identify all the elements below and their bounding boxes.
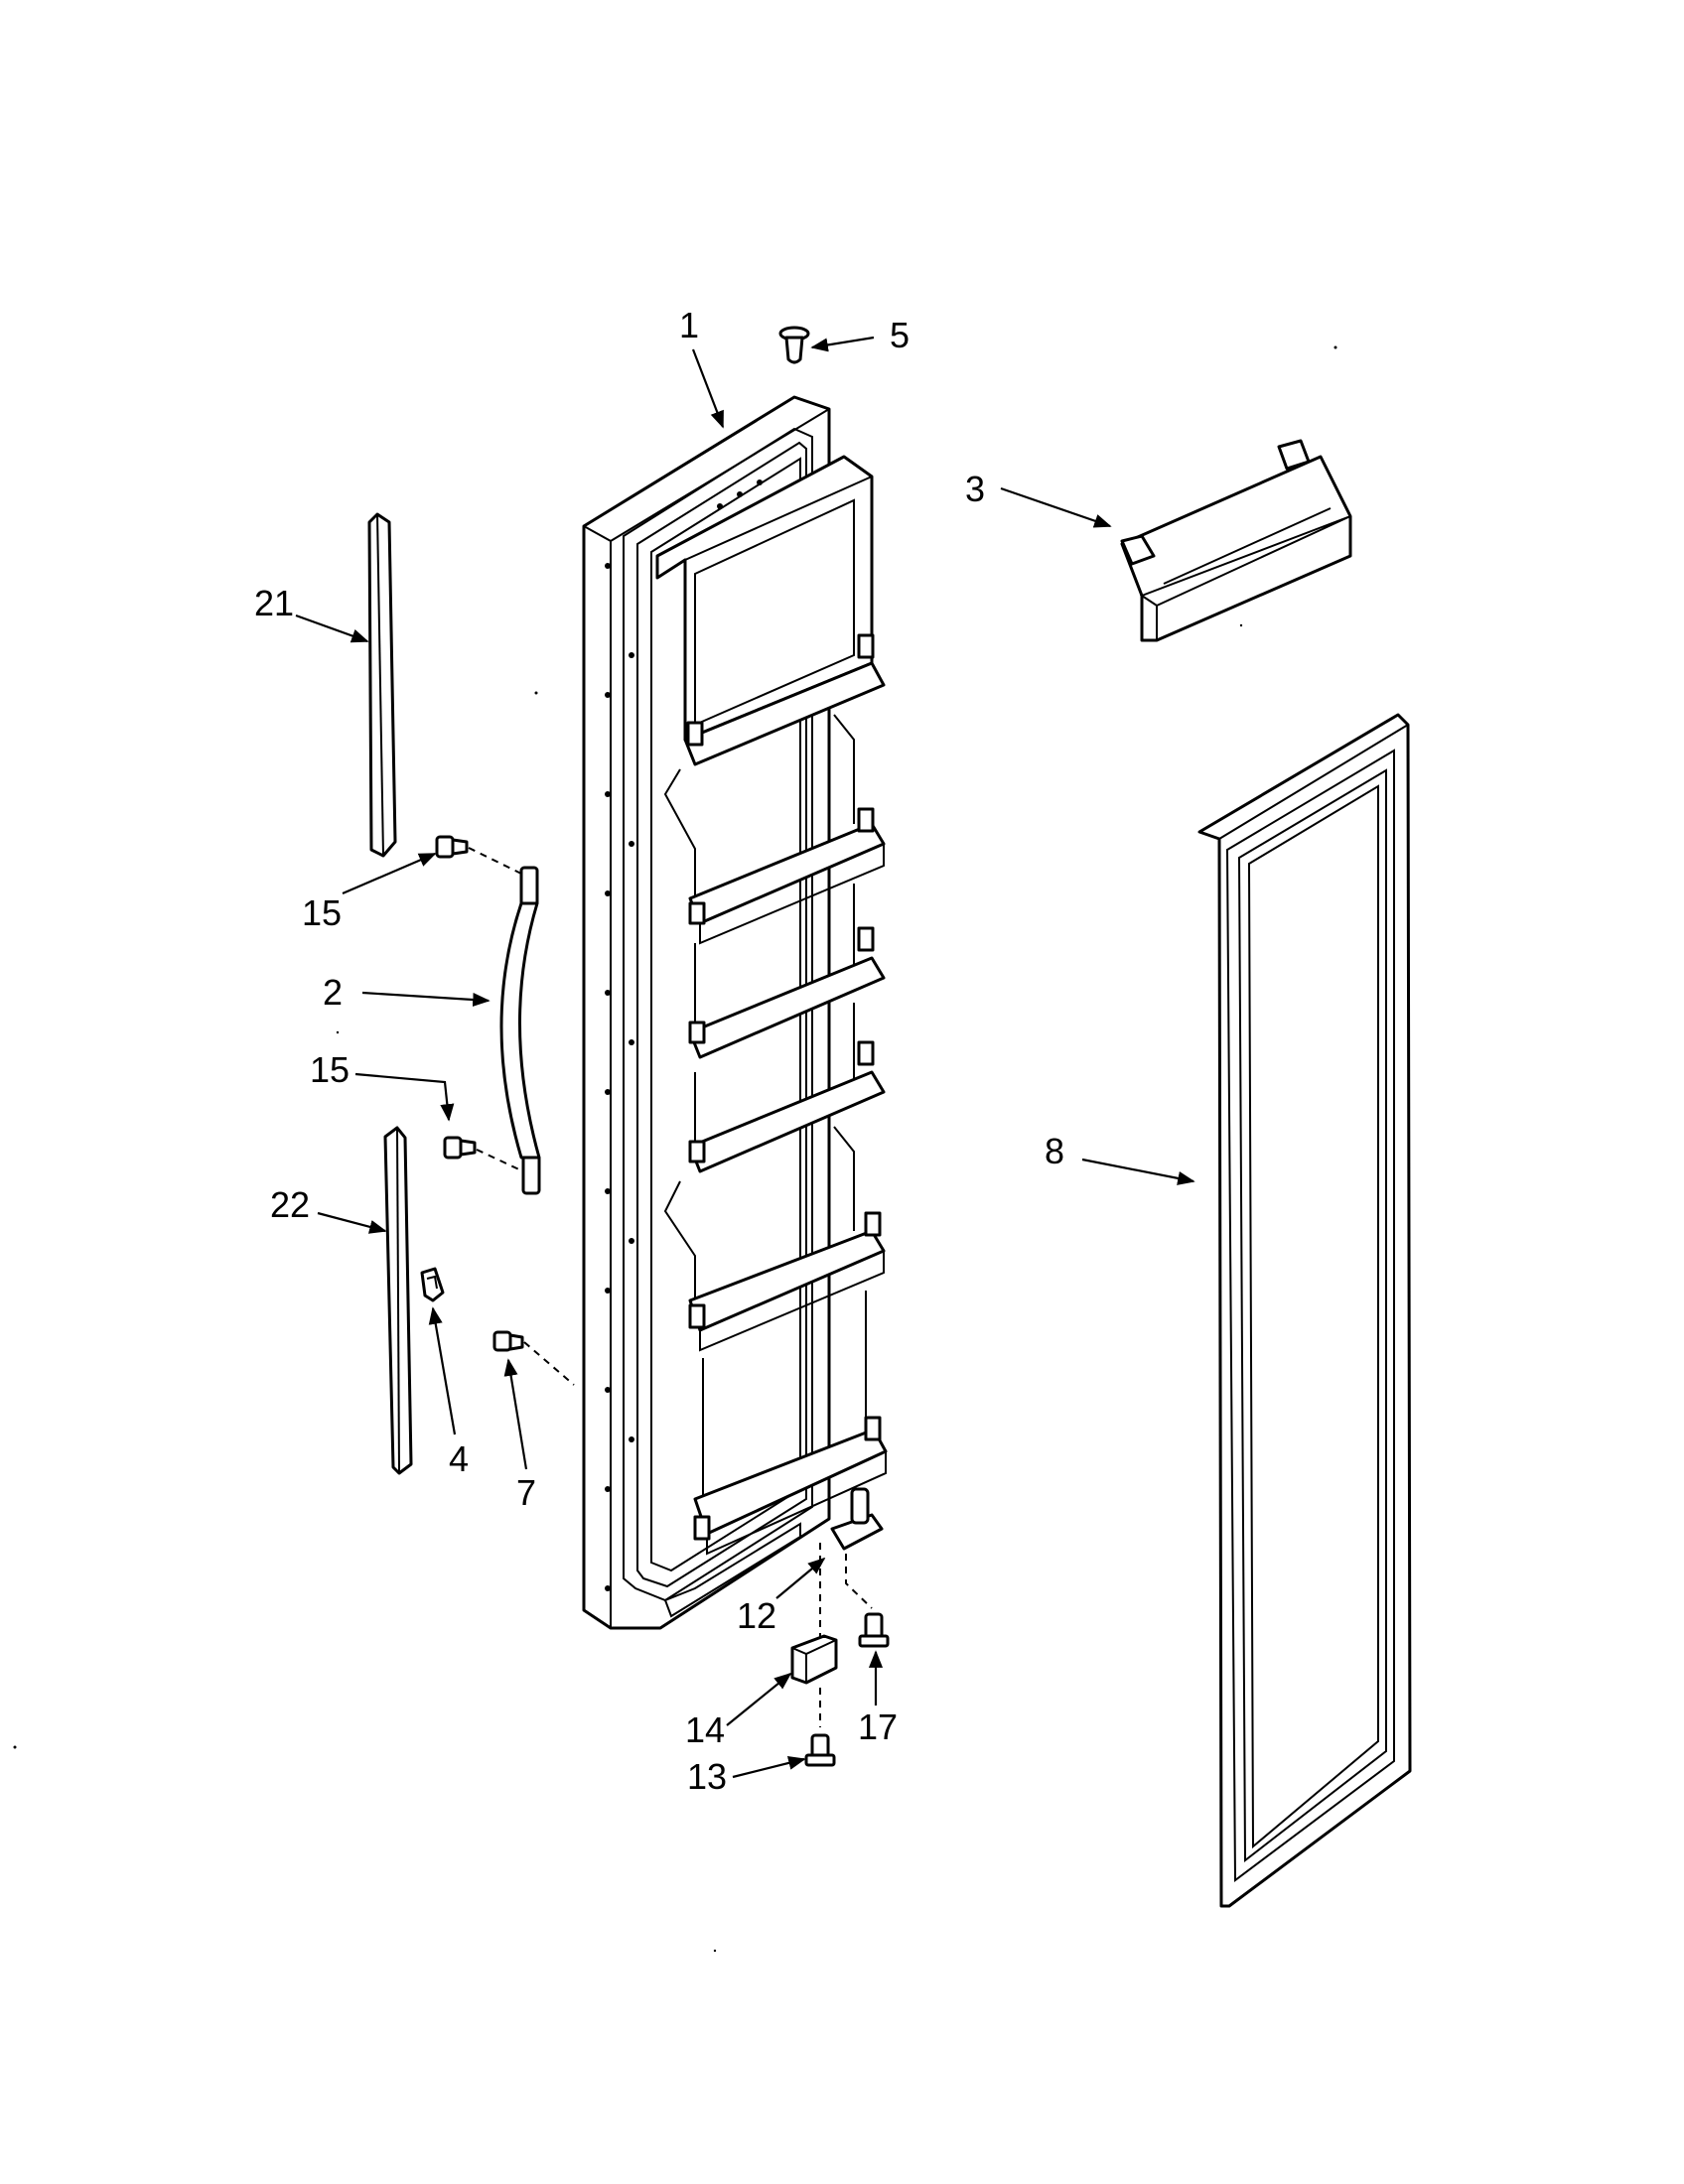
door-plug (778, 326, 810, 364)
callout-1: 1 (679, 305, 699, 345)
callout-5: 5 (890, 315, 910, 355)
handle-screw-upper (435, 835, 469, 859)
callout-3: 3 (965, 469, 985, 509)
door-stop (790, 1634, 838, 1685)
callout-8: 8 (1045, 1131, 1064, 1171)
leader-13 (732, 1756, 806, 1779)
upper-trim (367, 512, 397, 858)
handle-clip (420, 1267, 445, 1302)
leader-15a (342, 852, 437, 895)
callout-15a: 15 (302, 892, 342, 933)
leader-7 (503, 1358, 528, 1470)
door-gasket (1197, 713, 1412, 1908)
callout-4: 4 (449, 1438, 469, 1479)
callout-labels: 1 2 3 4 5 7 8 12 13 14 15 15 17 21 22 (254, 305, 1064, 1797)
leader-14 (726, 1672, 792, 1726)
hinge-screw (804, 1733, 836, 1767)
leader-21 (295, 614, 369, 643)
door-screw (492, 1330, 524, 1352)
callout-13: 13 (687, 1756, 727, 1797)
bushing-screw (858, 1612, 890, 1648)
leader-8 (1081, 1158, 1195, 1185)
leader-2 (361, 991, 491, 1008)
leader-12 (775, 1557, 826, 1599)
leader-1 (691, 348, 725, 429)
door-screw-holes (605, 479, 763, 1591)
callout-22: 22 (270, 1184, 310, 1225)
door-assembly (582, 395, 888, 1630)
handle-screw-lower (443, 1136, 477, 1160)
door-shelf-bin (1120, 439, 1352, 642)
lower-trim (383, 1126, 413, 1475)
callout-2: 2 (323, 972, 343, 1013)
leader-15b (354, 1072, 455, 1122)
callout-7: 7 (516, 1472, 536, 1513)
leader-22 (317, 1211, 387, 1234)
callout-15b: 15 (310, 1049, 350, 1090)
door-handle (499, 866, 541, 1195)
callout-14: 14 (685, 1709, 725, 1750)
scan-specks (13, 345, 1337, 1953)
leader-3 (1000, 486, 1112, 528)
leader-4 (428, 1306, 457, 1435)
hinge-pin-bushing (830, 1487, 884, 1551)
callout-12: 12 (737, 1595, 776, 1636)
leader-5 (810, 336, 875, 352)
callout-21: 21 (254, 583, 294, 623)
leader-lines (295, 336, 1195, 1779)
callout-17: 17 (858, 1706, 898, 1747)
